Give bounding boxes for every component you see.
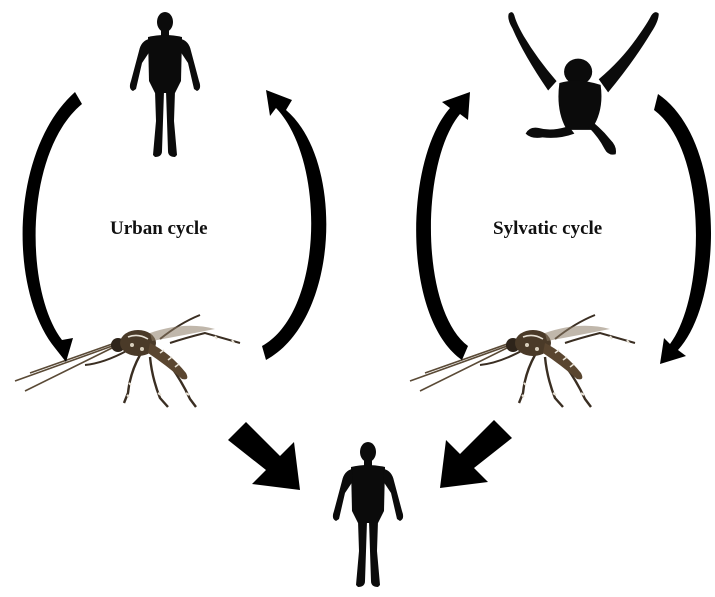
sylvatic-arrow-mosquito-to-primate — [416, 92, 470, 360]
human-top-left-icon — [130, 12, 200, 157]
human-bottom-icon — [333, 442, 403, 587]
urban-cycle-label: Urban cycle — [110, 218, 208, 240]
arrow-sylvatic-to-human — [440, 420, 512, 488]
sylvatic-cycle-label: Sylvatic cycle — [493, 218, 602, 240]
gibbon-primate-icon — [508, 12, 658, 155]
urban-arrow-human-to-mosquito — [23, 92, 82, 362]
urban-arrow-mosquito-to-human — [262, 90, 326, 360]
sylvatic-arrow-primate-to-mosquito — [654, 94, 711, 364]
arrow-urban-to-human — [228, 422, 300, 490]
